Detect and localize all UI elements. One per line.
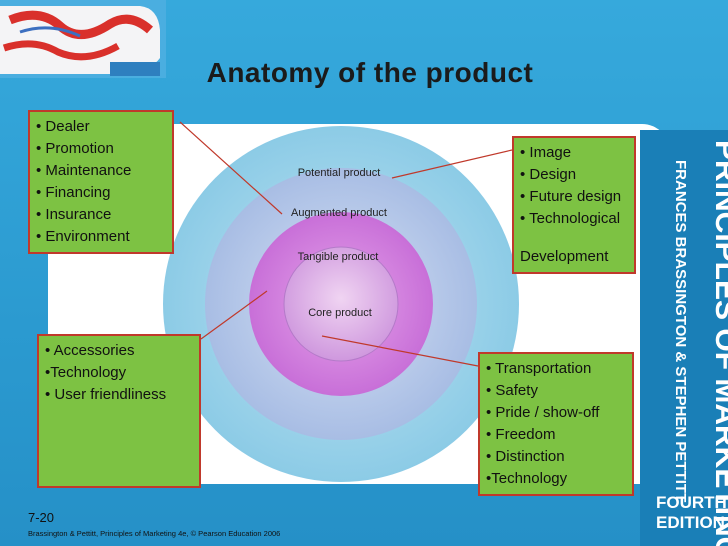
list-item: • Future design xyxy=(520,188,622,205)
list-item: • Safety xyxy=(486,382,538,399)
list-item: • User friendliness xyxy=(45,386,167,403)
list-item: • Insurance xyxy=(36,206,112,223)
spine-authors: FRANCES BRASSINGTON & STEPHEN PETTITT xyxy=(672,160,689,502)
spine-edition-1: FOURTH xyxy=(656,493,727,512)
slide-number: 7-20 xyxy=(28,510,55,525)
label-core: Core product xyxy=(308,307,372,319)
book-spine xyxy=(640,130,728,546)
list-item: • Freedom xyxy=(486,426,556,443)
label-augmented: Augmented product xyxy=(291,207,387,219)
connector-tangible xyxy=(200,290,268,340)
potential-design-box: • Image • Design • Future design • Techn… xyxy=(512,136,636,274)
list-item: • Transportation xyxy=(486,360,592,377)
list-item: • Dealer xyxy=(36,118,90,135)
list-item: • Pride / show-off xyxy=(486,404,600,421)
label-tangible: Tangible product xyxy=(298,251,379,263)
slide-title: Anatomy of the product xyxy=(206,57,534,88)
list-item: •Technology xyxy=(486,470,568,487)
spine-edition-2: EDITION xyxy=(656,513,725,532)
label-potential: Potential product xyxy=(298,167,381,179)
list-item: • Promotion xyxy=(36,140,114,157)
list-item: • Image xyxy=(520,144,572,161)
augmented-services-box: • Dealer • Promotion • Maintenance • Fin… xyxy=(28,110,174,254)
spine-title: PRINCIPLES OF MARKETING xyxy=(709,140,728,546)
toothpaste-logo xyxy=(0,0,166,78)
list-item: Development xyxy=(520,248,609,265)
list-item: •Technology xyxy=(45,364,127,381)
list-item: • Maintenance xyxy=(36,162,132,179)
list-item: • Financing xyxy=(36,184,111,201)
core-benefits-box: • Transportation • Safety • Pride / show… xyxy=(478,352,634,496)
connector-core xyxy=(321,335,479,367)
connector-potential xyxy=(391,149,513,179)
core-product-ring xyxy=(283,246,399,362)
connector-augmented xyxy=(179,121,283,215)
list-item: • Design xyxy=(520,166,577,183)
list-item: • Technological xyxy=(520,210,621,227)
slide-credit: Brassington & Pettitt, Principles of Mar… xyxy=(28,529,281,538)
list-item: • Environment xyxy=(36,228,130,245)
list-item: • Accessories xyxy=(45,342,135,359)
list-item: • Distinction xyxy=(486,448,565,465)
tangible-features-box: • Accessories •Technology • User friendl… xyxy=(37,334,201,488)
list-item xyxy=(520,230,628,246)
